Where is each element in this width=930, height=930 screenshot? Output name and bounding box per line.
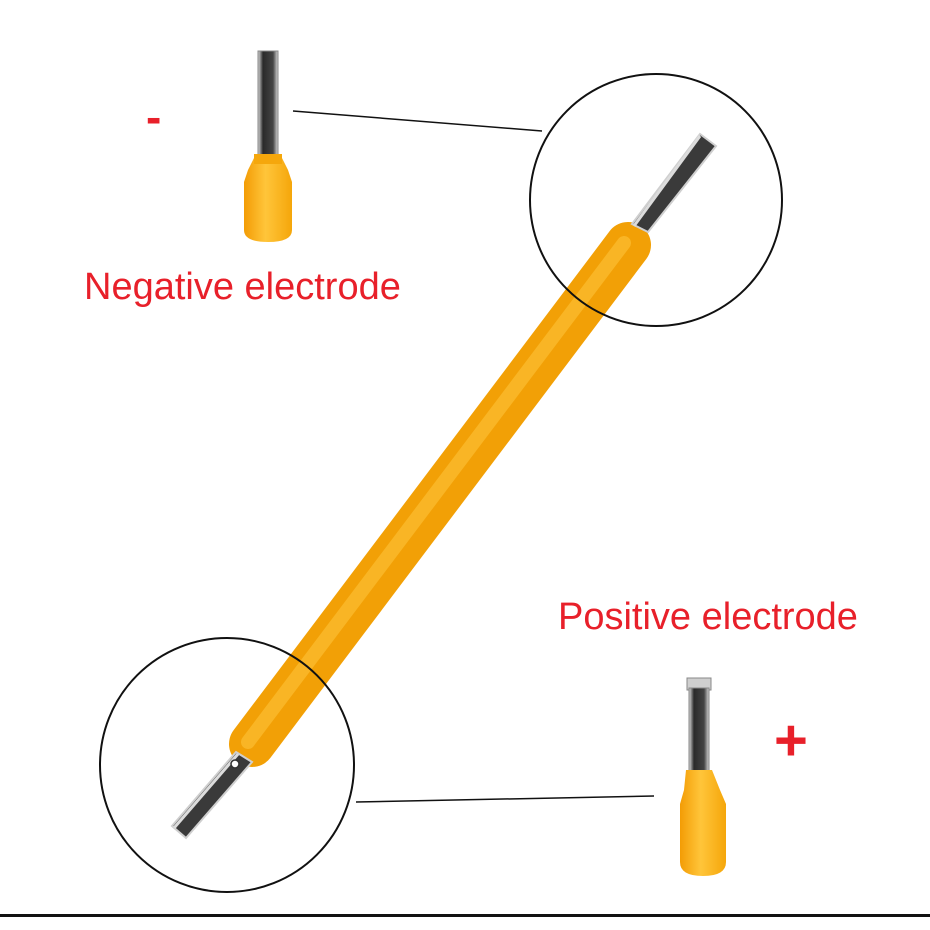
wire-insulation (229, 222, 651, 767)
negative-electrode-label: Negative electrode (84, 266, 401, 308)
negative-terminal (244, 50, 292, 242)
positive-sign: + (774, 708, 808, 773)
connector-line-bottom (355, 795, 655, 803)
wire-top-tip (630, 132, 718, 234)
positive-terminal (680, 677, 726, 876)
bottom-divider (0, 914, 930, 917)
magnifier-circle-top (529, 73, 783, 327)
negative-sign: - (146, 91, 162, 143)
magnifier-circle-bottom (99, 637, 355, 893)
connector-line-top (292, 110, 543, 132)
wire-bottom-tip (170, 750, 254, 840)
positive-electrode-label: Positive electrode (558, 596, 858, 638)
